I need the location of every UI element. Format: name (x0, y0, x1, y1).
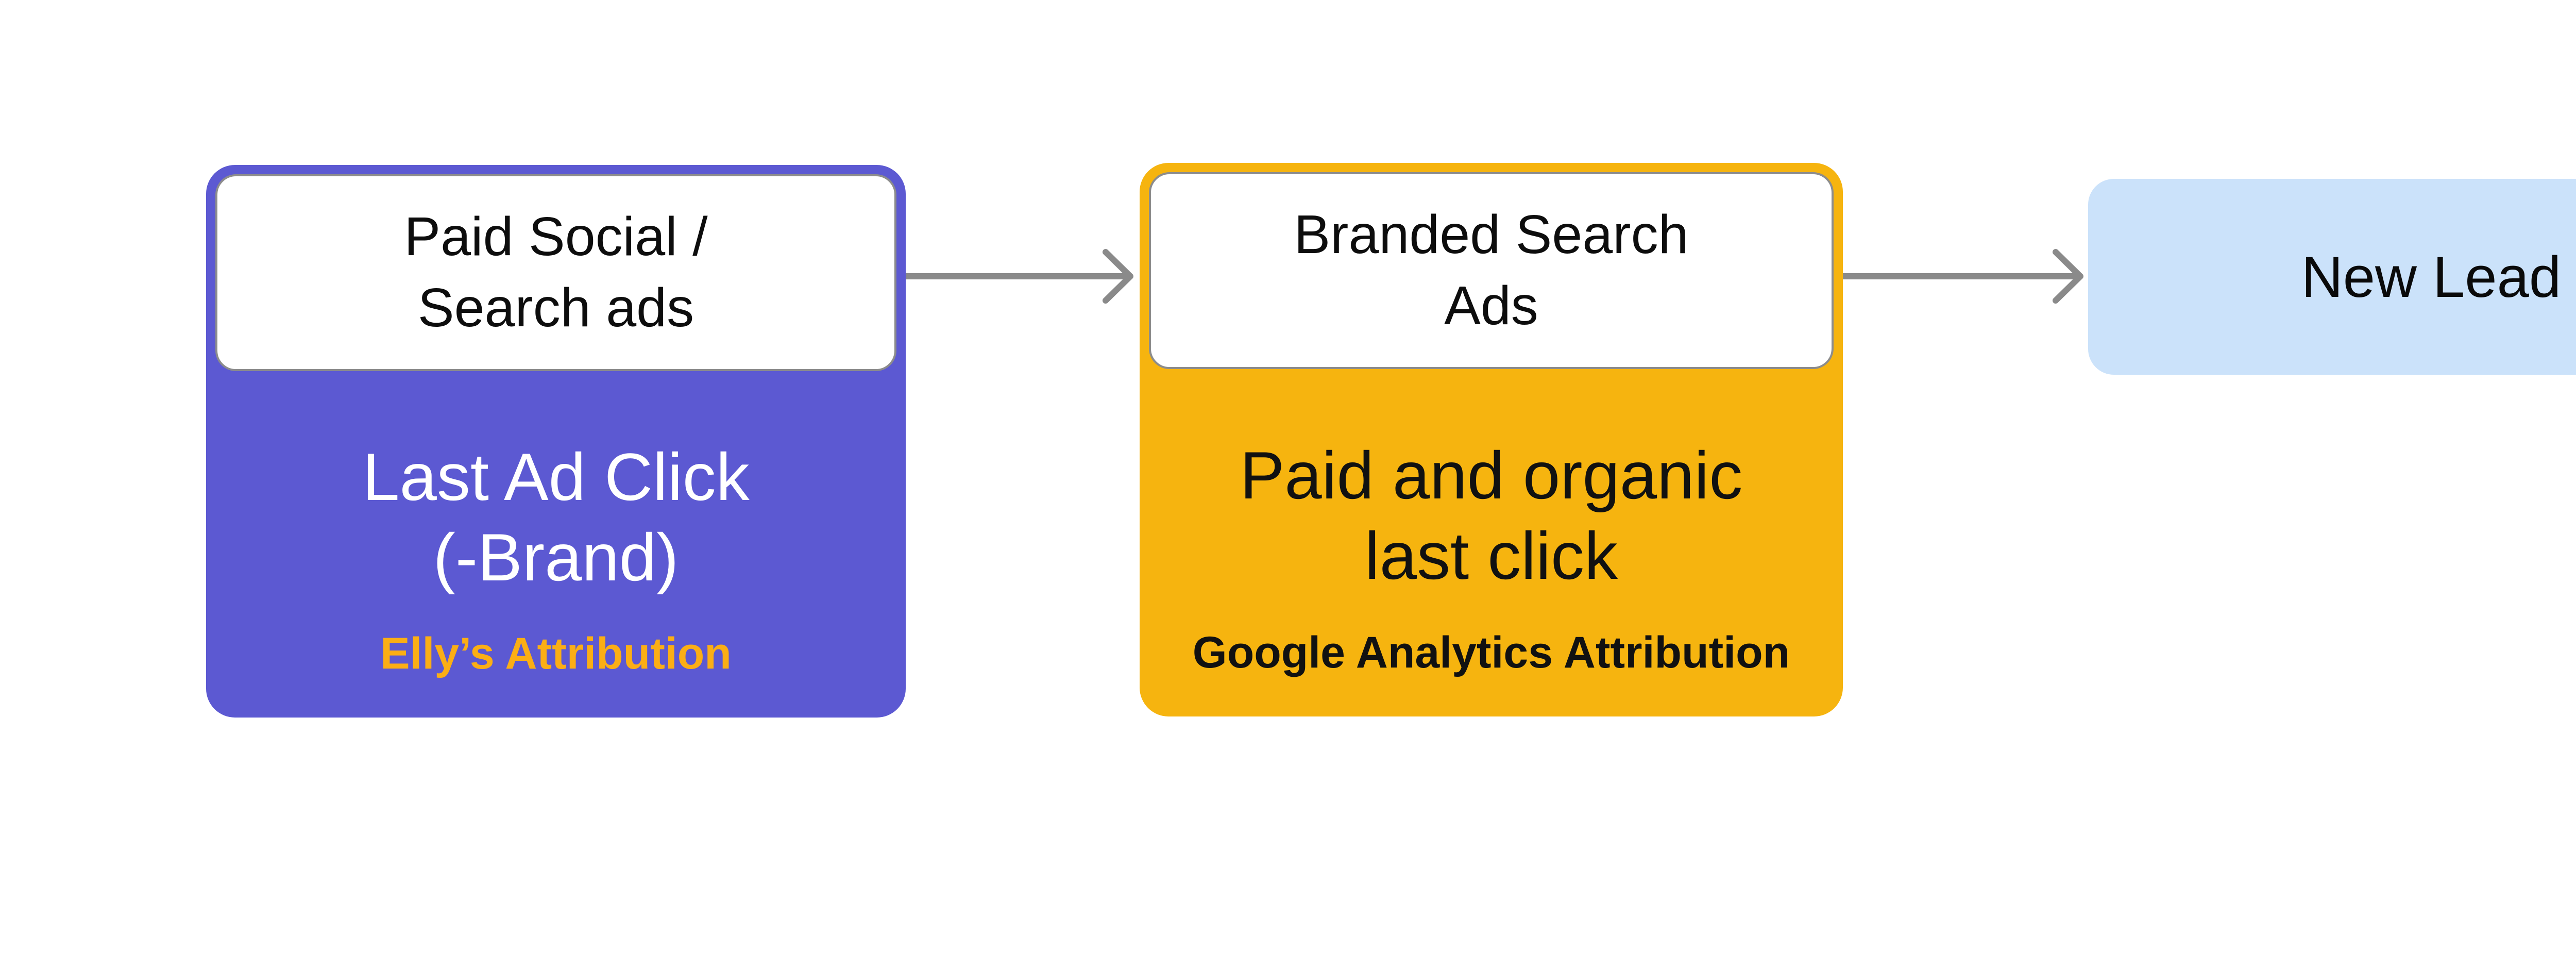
node-header-label: Branded Search Ads (1294, 204, 1689, 336)
connector-arrow[interactable] (1843, 240, 2088, 313)
node-attribution-label: Google Analytics Attribution (1192, 627, 1790, 677)
node-body-label: Last Ad Click (-Brand) (362, 439, 750, 595)
arrowhead-icon (2053, 249, 2083, 304)
node-paid-social-search-ads[interactable]: Paid Social / Search ads Last Ad Click (… (206, 165, 906, 718)
node-header-card[interactable]: Branded Search Ads (1149, 172, 1834, 369)
node-label: New Lead (2301, 244, 2562, 309)
node-attribution-label: Elly’s Attribution (380, 628, 732, 678)
node-header-label: Paid Social / Search ads (404, 206, 708, 338)
node-header-card[interactable]: Paid Social / Search ads (215, 174, 896, 371)
arrowhead-icon (1103, 249, 1133, 304)
node-body-label: Paid and organic last click (1240, 438, 1743, 594)
connector-arrow[interactable] (906, 240, 1138, 313)
node-branded-search-ads[interactable]: Branded Search Ads Paid and organic last… (1140, 163, 1843, 716)
node-new-lead[interactable]: New Lead (2088, 179, 2576, 375)
